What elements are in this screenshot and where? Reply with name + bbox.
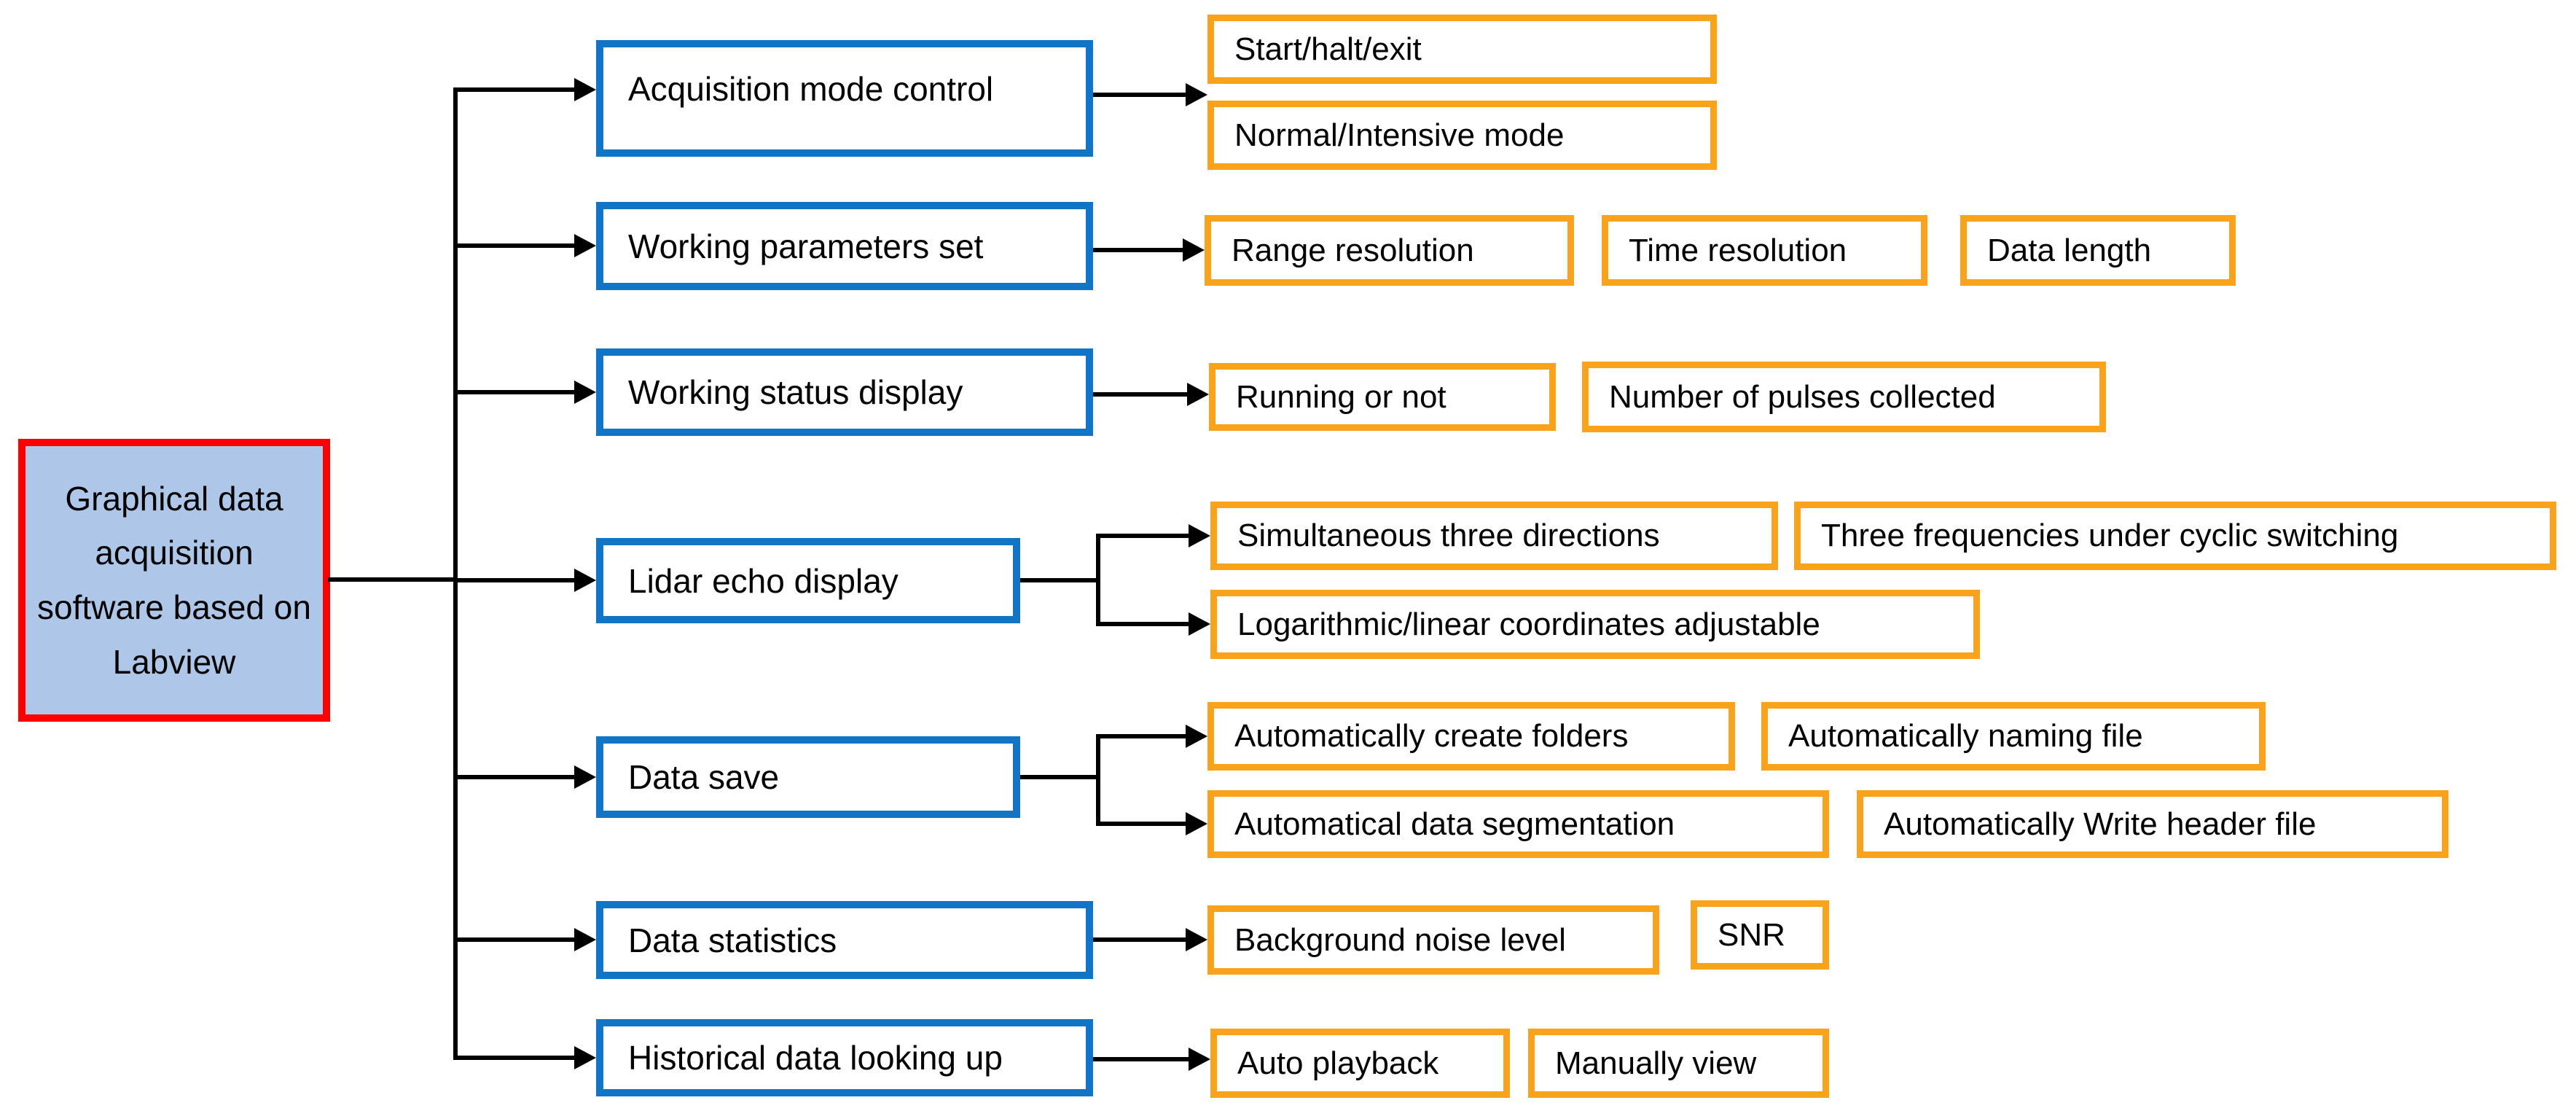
leaf-label: Auto playback xyxy=(1237,1045,1439,1081)
leaf-label: Start/halt/exit xyxy=(1234,31,1422,67)
branch-label: Working status display xyxy=(628,373,963,411)
arrowhead-icon xyxy=(574,234,596,257)
root-node: Graphical data acquisition software base… xyxy=(18,439,330,722)
leaf-label: Automatically Write header file xyxy=(1884,806,2317,842)
connector-line xyxy=(1096,622,1189,626)
leaf-label: Automatically create folders xyxy=(1234,718,1629,754)
leaf-label: Range resolution xyxy=(1232,232,1474,268)
arrowhead-icon xyxy=(574,78,596,101)
connector-line xyxy=(328,577,455,582)
leaf-node-automatically-write-header-file: Automatically Write header file xyxy=(1857,790,2448,858)
branch-label: Data save xyxy=(628,758,780,796)
arrowhead-icon xyxy=(574,765,596,789)
leaf-label: Normal/Intensive mode xyxy=(1234,117,1565,153)
leaf-label: SNR xyxy=(1718,916,1785,953)
connector-line xyxy=(1020,578,1100,582)
arrowhead-icon xyxy=(1186,812,1207,835)
leaf-label: Simultaneous three directions xyxy=(1237,518,1660,553)
leaf-label: Time resolution xyxy=(1629,232,1847,268)
leaf-node-three-frequencies-cyclic-switching: Three frequencies under cyclic switching xyxy=(1794,502,2556,570)
leaf-node-background-noise-level: Background noise level xyxy=(1207,905,1659,975)
leaf-node-normal-intensive-mode: Normal/Intensive mode xyxy=(1207,101,1717,170)
connector-line xyxy=(453,87,458,1060)
branch-node-data-statistics: Data statistics xyxy=(596,901,1093,979)
leaf-node-data-length: Data length xyxy=(1960,215,2236,286)
leaf-node-simultaneous-three-directions: Simultaneous three directions xyxy=(1210,502,1778,570)
branch-node-data-save: Data save xyxy=(596,736,1020,818)
branch-label: Acquisition mode control xyxy=(628,70,994,108)
branch-node-acquisition-mode-control: Acquisition mode control xyxy=(596,40,1093,157)
leaf-label: Automatical data segmentation xyxy=(1234,806,1675,842)
connector-line xyxy=(453,1056,579,1060)
leaf-label: Running or not xyxy=(1236,378,1446,415)
root-node-label: Graphical data acquisition software base… xyxy=(37,479,311,681)
leaf-node-snr: SNR xyxy=(1691,900,1829,970)
connector-line xyxy=(1020,775,1100,779)
leaf-label: Three frequencies under cyclic switching xyxy=(1821,518,2399,553)
leaf-node-automatically-naming-file: Automatically naming file xyxy=(1761,702,2266,771)
leaf-node-auto-playback: Auto playback xyxy=(1210,1029,1510,1098)
leaf-node-range-resolution: Range resolution xyxy=(1205,215,1574,286)
arrowhead-icon xyxy=(1186,725,1207,748)
leaf-node-start-halt-exit: Start/halt/exit xyxy=(1207,15,1717,84)
branch-label: Historical data looking up xyxy=(628,1039,1003,1077)
connector-line xyxy=(1096,534,1189,538)
connector-line xyxy=(1093,1057,1189,1061)
arrowhead-icon xyxy=(1183,238,1205,262)
connector-line xyxy=(1096,734,1100,826)
leaf-label: Manually view xyxy=(1555,1045,1757,1081)
branch-node-historical-data-looking-up: Historical data looking up xyxy=(596,1019,1093,1096)
connector-line xyxy=(1093,937,1186,942)
connector-line xyxy=(453,775,579,779)
arrowhead-icon xyxy=(1189,1048,1210,1071)
branch-label: Lidar echo display xyxy=(628,561,899,600)
arrowhead-icon xyxy=(1189,524,1210,547)
leaf-label: Data length xyxy=(1987,232,2152,268)
connector-line xyxy=(1093,93,1186,97)
branch-node-working-status-display: Working status display xyxy=(596,348,1093,436)
leaf-node-log-linear-coordinates-adjustable: Logarithmic/linear coordinates adjustabl… xyxy=(1210,590,1980,659)
leaf-node-automatically-create-folders: Automatically create folders xyxy=(1207,702,1735,771)
leaf-node-time-resolution: Time resolution xyxy=(1602,215,1927,286)
leaf-label: Logarithmic/linear coordinates adjustabl… xyxy=(1237,606,1820,642)
arrowhead-icon xyxy=(1187,383,1209,406)
leaf-label: Background noise level xyxy=(1234,921,1566,958)
arrowhead-icon xyxy=(1189,612,1210,636)
connector-line xyxy=(453,243,579,248)
arrowhead-icon xyxy=(574,1046,596,1069)
leaf-node-automatical-data-segmentation: Automatical data segmentation xyxy=(1207,790,1829,858)
branch-label: Data statistics xyxy=(628,921,837,959)
connector-line xyxy=(1093,392,1187,397)
connector-line xyxy=(453,578,579,582)
connector-line xyxy=(453,390,579,394)
arrowhead-icon xyxy=(574,381,596,404)
connector-line xyxy=(1093,248,1183,252)
arrowhead-icon xyxy=(574,569,596,592)
connector-line xyxy=(453,87,579,92)
branch-node-working-parameters-set: Working parameters set xyxy=(596,202,1093,290)
arrowhead-icon xyxy=(1186,928,1207,951)
leaf-node-number-of-pulses-collected: Number of pulses collected xyxy=(1582,362,2106,432)
leaf-node-running-or-not: Running or not xyxy=(1209,363,1556,431)
leaf-label: Automatically naming file xyxy=(1788,718,2143,754)
branch-label: Working parameters set xyxy=(628,227,984,265)
leaf-label: Number of pulses collected xyxy=(1609,378,1996,415)
connector-line xyxy=(453,937,579,942)
leaf-node-manually-view: Manually view xyxy=(1528,1029,1829,1098)
connector-line xyxy=(1096,822,1186,826)
connector-line xyxy=(1096,534,1100,626)
arrowhead-icon xyxy=(1186,83,1207,106)
branch-node-lidar-echo-display: Lidar echo display xyxy=(596,538,1020,623)
connector-line xyxy=(1096,734,1186,738)
arrowhead-icon xyxy=(574,928,596,951)
